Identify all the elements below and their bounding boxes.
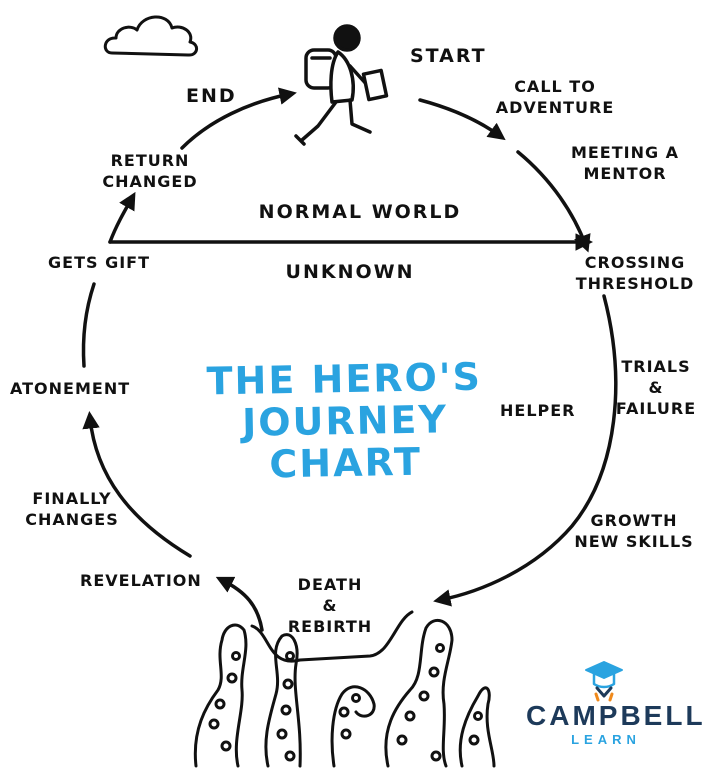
title-line1: THE HERO'S	[206, 354, 483, 404]
stage-meeting-mentor: MEETING A MENTOR	[550, 142, 700, 184]
stage-revelation: REVELATION	[80, 571, 202, 590]
stage-death-line1: DEATH	[297, 575, 363, 594]
arc-threshold-to-abyss	[433, 294, 618, 607]
brand-name: CAMPBELL	[526, 700, 706, 731]
arc-atonement-to-gift	[81, 282, 96, 368]
arc-revelation-to-atonement	[82, 411, 192, 558]
stage-return-line2: CHANGED	[102, 172, 198, 191]
graduate-logo-icon	[585, 661, 623, 702]
stage-start: START	[410, 45, 487, 67]
stage-atonement: ATONEMENT	[10, 379, 131, 398]
region-unknown: UNKNOWN	[285, 261, 415, 283]
stage-growth-line2: NEW SKILLS	[574, 532, 694, 551]
stage-growth-new-skills: GROWTH NEW SKILLS	[566, 510, 702, 552]
brand-sub: LEARN	[571, 732, 641, 747]
page-title: THE HERO'S JOURNEY CHART	[199, 354, 491, 487]
arc-abyss-to-revelation	[215, 576, 264, 632]
stage-helper: HELPER	[500, 401, 576, 420]
abyss-outline	[250, 610, 414, 663]
title-line3: CHART	[269, 439, 423, 487]
region-normal-world: NORMAL WORLD	[258, 201, 462, 223]
stage-trials-failure: TRIALS & FAILURE	[604, 356, 708, 419]
stage-mentor-line1: MEETING A	[570, 143, 680, 162]
stage-threshold-line2: THRESHOLD	[575, 274, 695, 293]
hiker-icon	[294, 24, 389, 146]
stage-crossing-threshold: CROSSING THRESHOLD	[560, 252, 710, 294]
stage-death-line3: REBIRTH	[287, 617, 373, 636]
tentacles-icon	[193, 618, 496, 768]
stage-gets-gift: GETS GIFT	[48, 253, 150, 272]
cloud-icon	[103, 15, 198, 57]
arc-return-to-end	[180, 87, 297, 150]
stage-call-line2: ADVENTURE	[495, 98, 615, 117]
stage-trials-line1: TRIALS	[621, 357, 691, 376]
stage-return-changed: RETURN CHANGED	[90, 150, 210, 192]
arc-gift-to-return	[108, 191, 136, 244]
stage-finally-line1: FINALLY	[32, 489, 112, 508]
stage-call-to-adventure: CALL TO ADVENTURE	[480, 76, 630, 118]
stage-threshold-line1: CROSSING	[584, 253, 686, 272]
title-line2: JOURNEY	[241, 397, 449, 445]
stage-trials-line3: FAILURE	[615, 399, 697, 418]
stage-end: END	[186, 85, 237, 107]
arc-start-to-call	[418, 98, 506, 141]
stage-growth-line1: GROWTH	[590, 511, 678, 530]
stage-call-line1: CALL TO	[514, 77, 596, 96]
stage-finally-line2: CHANGES	[25, 510, 119, 529]
stage-finally-changes: FINALLY CHANGES	[12, 488, 132, 530]
stage-death-rebirth: DEATH & REBIRTH	[272, 574, 388, 637]
stage-trials-line2: &	[648, 378, 664, 397]
stage-mentor-line2: MENTOR	[583, 164, 667, 183]
stage-return-line1: RETURN	[110, 151, 190, 170]
stage-death-line2: &	[322, 596, 338, 615]
